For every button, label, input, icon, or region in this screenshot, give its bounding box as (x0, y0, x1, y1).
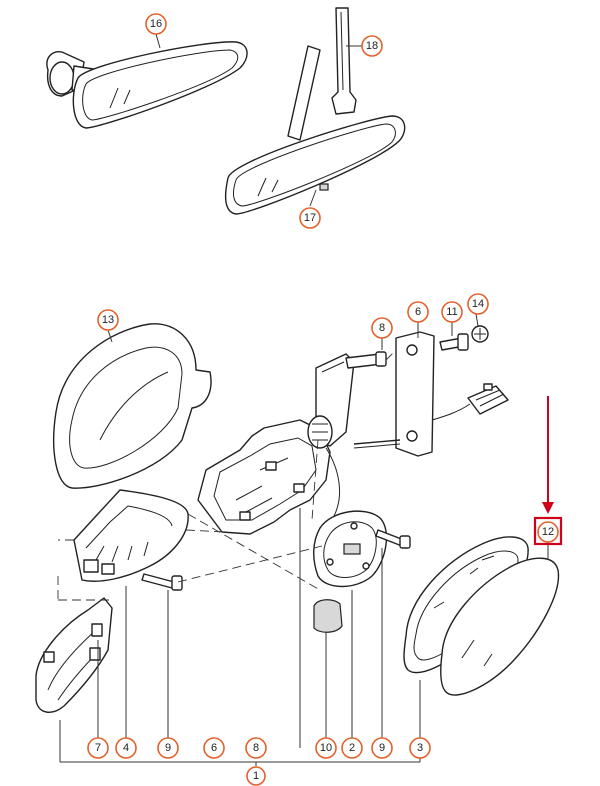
svg-text:16: 16 (150, 18, 162, 30)
svg-text:9: 9 (379, 742, 385, 754)
leader-lines (59, 33, 549, 766)
svg-text:14: 14 (472, 298, 484, 310)
trim-part-4 (73, 489, 189, 582)
callout-13: 13 (97, 309, 119, 331)
trim-part-7 (35, 597, 113, 713)
assembly-lines (57, 349, 397, 601)
callout-8-top: 8 (371, 317, 393, 339)
callout-1: 1 (246, 766, 266, 786)
red-highlight-box (533, 516, 563, 546)
svg-text:13: 13 (102, 314, 114, 326)
electrical-connector (431, 383, 509, 421)
svg-text:2: 2 (349, 742, 355, 754)
svg-text:7: 7 (95, 742, 101, 754)
callout-14: 14 (467, 293, 489, 315)
callout-12: 12 (537, 521, 559, 543)
callout-18: 18 (361, 35, 383, 57)
screw-9-right (375, 529, 411, 549)
red-arrow-head (542, 502, 554, 514)
callout-7: 7 (87, 737, 109, 759)
adjustment-motor-2 (313, 510, 388, 588)
callout-8-bottom: 8 (245, 737, 267, 759)
pad-10 (313, 599, 343, 633)
callout-2: 2 (341, 737, 363, 759)
svg-text:6: 6 (211, 742, 217, 754)
screw-11 (439, 333, 469, 351)
svg-text:17: 17 (304, 212, 316, 224)
interior-mirror-16 (46, 41, 248, 129)
callout-6-bottom: 6 (203, 737, 225, 759)
svg-text:10: 10 (320, 742, 332, 754)
svg-text:18: 18 (366, 40, 378, 52)
svg-text:8: 8 (379, 322, 385, 334)
callout-9-left: 9 (157, 737, 179, 759)
mirror-glass-12 (440, 557, 560, 696)
callout-3: 3 (409, 737, 431, 759)
svg-text:12: 12 (542, 526, 554, 538)
callout-16: 16 (145, 13, 167, 35)
callout-11: 11 (441, 301, 463, 323)
svg-text:9: 9 (165, 742, 171, 754)
svg-text:11: 11 (446, 306, 457, 318)
svg-text:8: 8 (253, 742, 259, 754)
mounting-plate-6 (345, 331, 435, 457)
svg-text:4: 4 (123, 742, 129, 754)
callout-4: 4 (115, 737, 137, 759)
svg-text:3: 3 (417, 742, 423, 754)
svg-text:6: 6 (415, 306, 421, 318)
mirror-bracket (197, 353, 355, 535)
callout-10: 10 (315, 737, 337, 759)
callout-17: 17 (299, 207, 321, 229)
highlight-annotation (533, 396, 563, 546)
callout-9-right: 9 (371, 737, 393, 759)
screw-9-left (141, 573, 183, 591)
mirror-cap-13 (53, 323, 212, 489)
svg-text:1: 1 (253, 770, 259, 782)
interior-mirror-17 (224, 7, 406, 215)
callout-6-top: 6 (407, 301, 429, 323)
clip-14 (471, 325, 489, 343)
